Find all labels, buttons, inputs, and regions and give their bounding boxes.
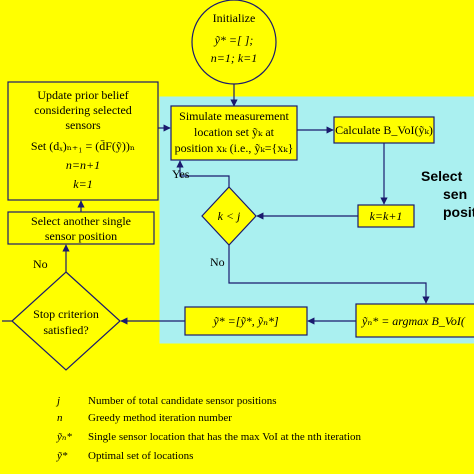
legend-symbol-2: n bbox=[57, 412, 63, 424]
legend-symbol-4: ỹ* bbox=[56, 450, 68, 462]
initialize-title: Initialize bbox=[213, 11, 256, 25]
yes-label: Yes bbox=[172, 167, 190, 181]
calculate-label: Calculate B_VoI(ỹₖ) bbox=[335, 123, 433, 137]
update-line5: n=n+1 bbox=[66, 158, 100, 172]
select-single-line2: sensor position bbox=[45, 229, 117, 243]
simulate-box bbox=[170, 105, 298, 161]
update-prior-box bbox=[7, 81, 159, 201]
update-line2: considering selected bbox=[34, 103, 132, 117]
k-decision-label: k < j bbox=[218, 209, 241, 223]
stop-line1: Stop criterion bbox=[33, 307, 99, 321]
arrow-yes-to-simulate bbox=[176, 160, 230, 187]
select-single-box bbox=[7, 211, 155, 245]
union-label: ỹ* =[ỹ*, ỹₙ*] bbox=[212, 314, 279, 328]
increment-label: k=k+1 bbox=[370, 209, 403, 223]
legend: j Number of total candidate sensor posit… bbox=[55, 395, 362, 462]
select-single-line1: Select another single bbox=[31, 214, 131, 228]
update-line6: k=1 bbox=[73, 177, 92, 191]
legend-symbol-1: j bbox=[55, 395, 60, 407]
initialize-line1: ỹ* =[ ]; bbox=[214, 33, 254, 47]
no-k-label: No bbox=[210, 255, 225, 269]
update-line1: Update prior belief bbox=[37, 88, 128, 102]
argmax-label: ỹₙ* = argmax B_VoI( bbox=[361, 314, 466, 328]
stop-diamond bbox=[11, 271, 121, 371]
simulate-line3: position xₖ (i.e., ỹₖ={xₖ} bbox=[175, 141, 294, 155]
update-line3: sensors bbox=[65, 118, 101, 132]
legend-text-1: Number of total candidate sensor positio… bbox=[88, 395, 277, 407]
argmax-box bbox=[355, 303, 474, 338]
no-stop-label: No bbox=[33, 257, 48, 271]
arrow-no-to-argmax bbox=[228, 245, 430, 304]
initialize-line2: n=1; k=1 bbox=[211, 51, 258, 65]
update-line4: Set (dₓ)ₙ₊₁ = (d̄F(ỹ))ₙ bbox=[31, 139, 135, 153]
legend-symbol-3: ỹₙ* bbox=[56, 431, 72, 443]
union-box bbox=[184, 306, 308, 336]
simulate-line1: Simulate measurement bbox=[179, 109, 289, 123]
legend-text-4: Optimal set of locations bbox=[88, 450, 193, 462]
panel-label-line3: positi bbox=[443, 204, 474, 220]
legend-text-2: Greedy method iteration number bbox=[88, 412, 232, 424]
stop-line2: satisfied? bbox=[43, 323, 88, 337]
panel-label-line1: Select bbox=[421, 168, 463, 184]
legend-text-3: Single sensor location that has the max … bbox=[88, 431, 362, 443]
panel-label-line2: sen bbox=[443, 186, 467, 202]
simulate-line2: location set ỹₖ at bbox=[194, 125, 275, 139]
calculate-box bbox=[333, 116, 435, 144]
